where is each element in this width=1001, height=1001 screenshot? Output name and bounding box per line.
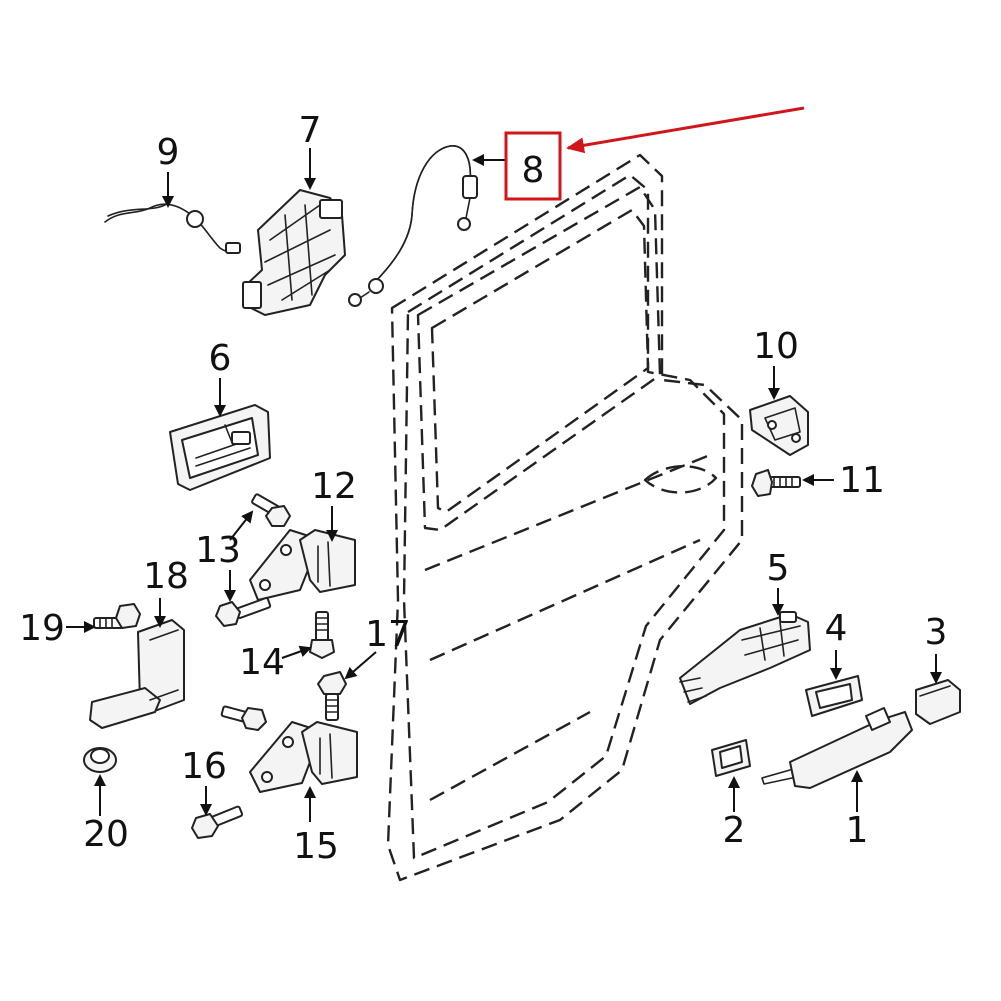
callout-3: 3	[925, 612, 948, 653]
part-19-bolt	[93, 603, 141, 629]
callout-9: 9	[157, 132, 180, 173]
callout-6: 6	[209, 338, 232, 379]
highlight-arrow	[566, 106, 805, 154]
callout-11: 11	[839, 460, 885, 501]
part-10-striker	[749, 395, 809, 456]
callout-8: 8	[522, 150, 545, 191]
part-4-gasket	[805, 675, 863, 717]
part-6-inner-handle	[169, 404, 271, 491]
leader-lines	[66, 148, 942, 822]
highlight-box	[504, 131, 562, 201]
callout-labels: 1 2 3 4 5 6 7 8 9 10 11 12 13 14 15 16 1…	[19, 110, 947, 867]
part-17-bolt	[317, 671, 347, 721]
part-16-bolts	[191, 705, 267, 839]
part-3-cap	[915, 679, 961, 725]
callout-14: 14	[239, 642, 285, 683]
callout-18: 18	[143, 556, 189, 597]
part-12-upper-hinge	[249, 529, 356, 601]
part-13-bolts	[215, 493, 291, 627]
part-15-lower-hinge	[249, 721, 358, 793]
part-18-door-check	[89, 619, 185, 729]
callout-1: 1	[846, 810, 869, 851]
callout-7: 7	[299, 110, 322, 151]
callout-20: 20	[83, 814, 129, 855]
part-9-wiring	[104, 203, 241, 254]
callout-19: 19	[19, 608, 65, 649]
callout-12: 12	[311, 466, 357, 507]
callout-10: 10	[753, 326, 799, 367]
callout-5: 5	[767, 548, 790, 589]
part-2-gasket	[711, 739, 751, 777]
part-7-latch	[242, 189, 346, 316]
part-20-grommet	[83, 747, 117, 773]
callout-15: 15	[293, 826, 339, 867]
callout-17: 17	[365, 614, 411, 655]
callout-16: 16	[181, 746, 227, 787]
part-11-bolt	[751, 469, 801, 497]
callout-4: 4	[825, 608, 848, 649]
callout-2: 2	[723, 810, 746, 851]
part-8-lock-cable	[348, 145, 478, 307]
part-14-bolt	[309, 611, 335, 659]
door-outline	[386, 153, 744, 882]
highlight-part-8	[504, 106, 805, 201]
part-1-outer-handle	[761, 707, 913, 789]
part-5-handle-bracket	[679, 611, 811, 705]
callout-13: 13	[195, 530, 241, 571]
